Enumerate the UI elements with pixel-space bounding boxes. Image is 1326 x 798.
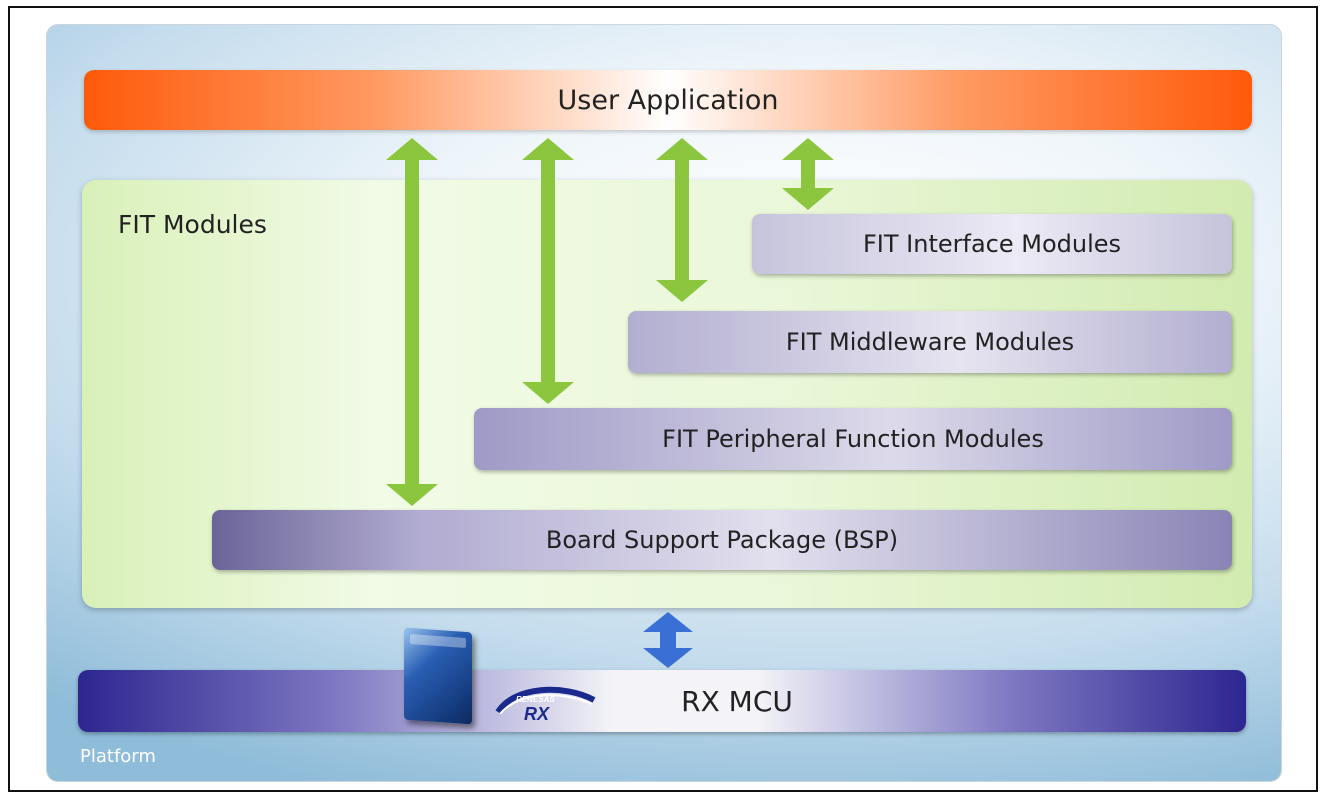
fit-peripheral-modules-label: FIT Peripheral Function Modules [662,425,1044,453]
user-application-bar: User Application [84,70,1252,130]
platform-label: Platform [80,746,156,767]
arrow-app-to-middleware [656,138,708,302]
fit-peripheral-modules-box: FIT Peripheral Function Modules [474,408,1232,470]
fit-modules-label: FIT Modules [118,210,267,239]
arrow-bsp-to-mcu [643,612,693,668]
arrow-app-to-peripheral [522,138,574,404]
fit-interface-modules-box: FIT Interface Modules [752,214,1232,274]
logo-brand-text: RENESAS [516,695,555,704]
renesas-rx-logo: RENESAS RX [495,686,596,722]
rx-mcu-bar: RX MCU [78,670,1246,732]
fit-middleware-modules-label: FIT Middleware Modules [785,328,1075,356]
bsp-box: Board Support Package (BSP) [212,510,1232,570]
bsp-label: Board Support Package (BSP) [545,526,899,554]
arrow-app-to-bsp [386,138,438,506]
user-application-label: User Application [557,84,779,116]
logo-swoosh-highlight [499,694,593,715]
fit-middleware-modules-box: FIT Middleware Modules [628,311,1232,373]
rx-mcu-label: RX MCU [681,684,793,718]
fit-interface-modules-label: FIT Interface Modules [862,230,1122,258]
arrow-app-to-interface [782,138,834,210]
logo-rx-text: RX [524,704,550,722]
logo-swoosh [495,686,596,714]
